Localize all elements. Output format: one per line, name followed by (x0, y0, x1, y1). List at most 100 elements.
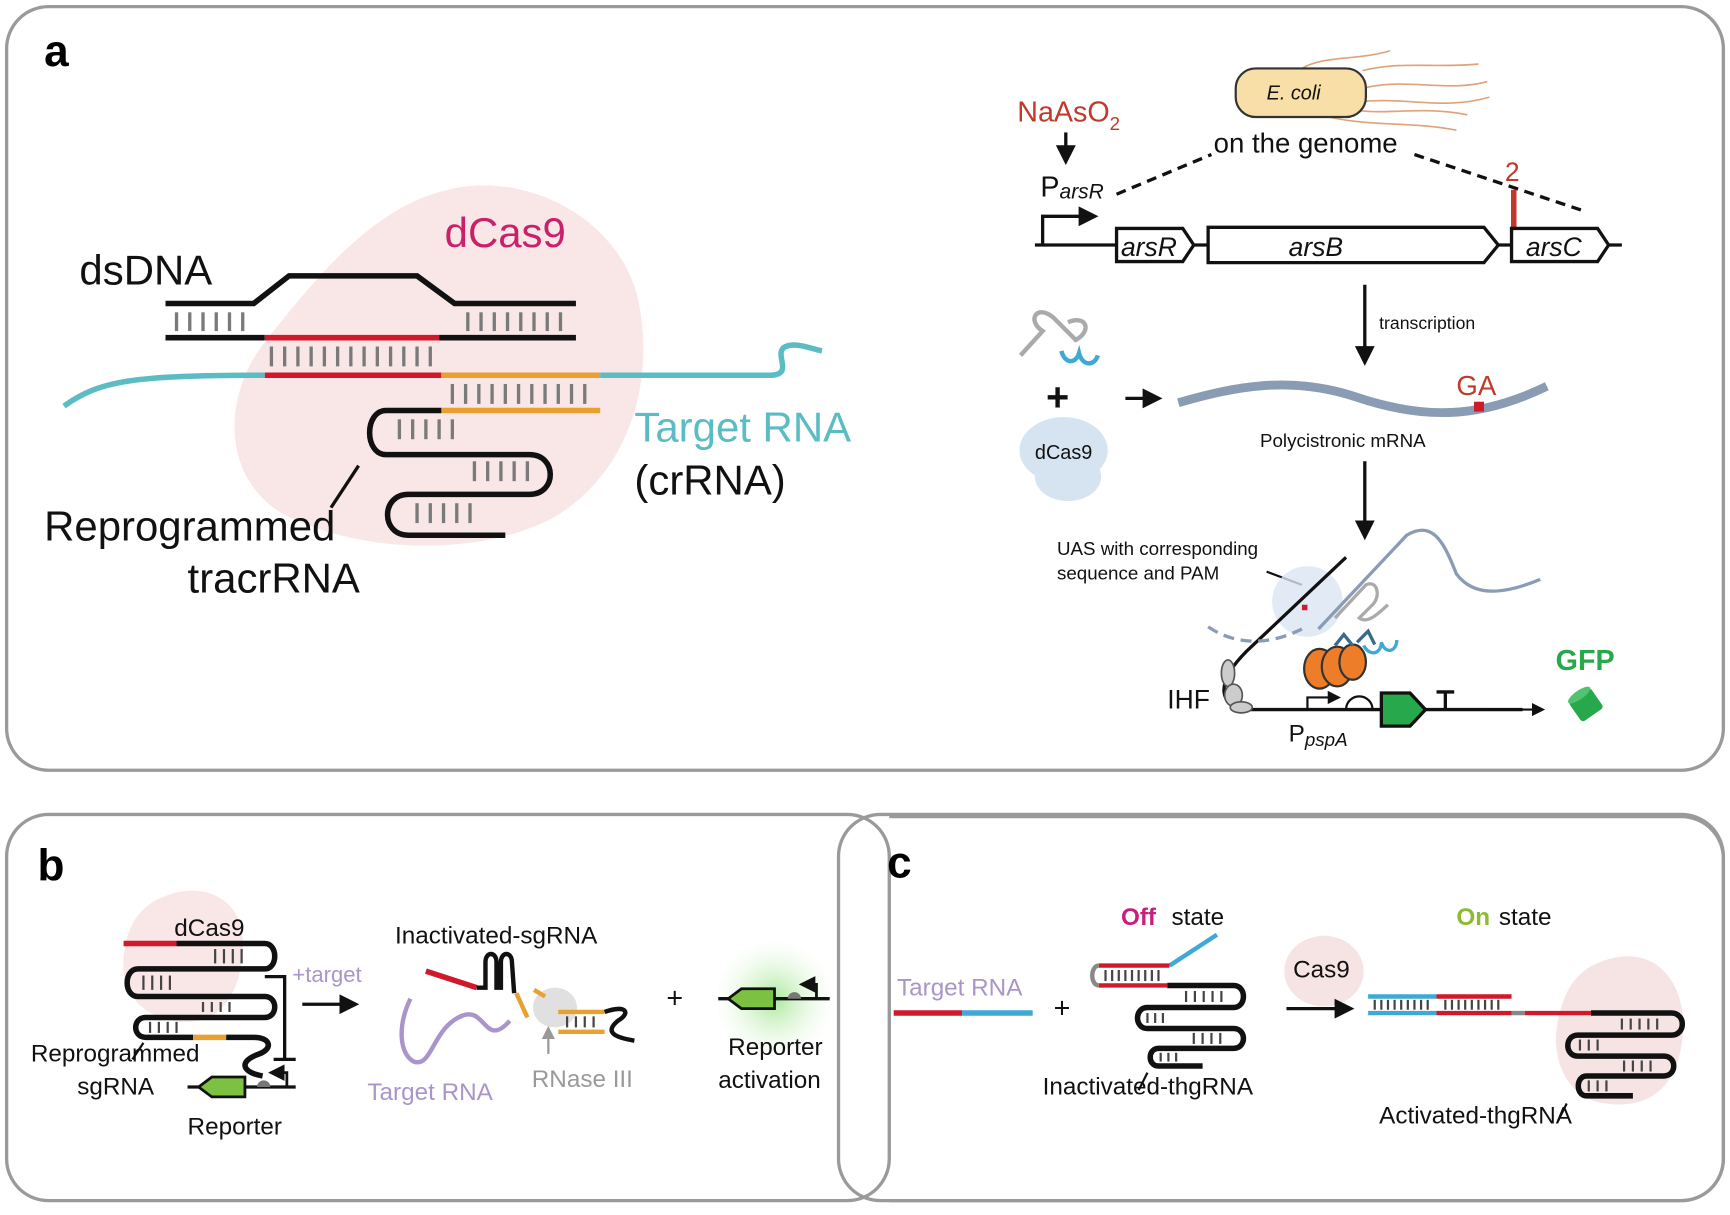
on-state-word: state (1499, 904, 1552, 931)
sgrna-rungs-b (142, 949, 243, 1033)
promoter-arsr-arrow (1040, 206, 1099, 245)
target-rna-label: Target RNA (634, 403, 851, 450)
ga-label: GA (1456, 370, 1496, 401)
ecoli-label: E. coli (1267, 82, 1322, 104)
target-rna-right (600, 342, 823, 378)
reporter-activation-line1: Reporter (728, 1034, 822, 1061)
ihf-label: IHF (1167, 684, 1210, 714)
inactivated-thgrna-label: Inactivated-thgRNA (1043, 1074, 1254, 1101)
tracrrna-label-line2: tracrRNA (188, 555, 360, 602)
mrna-dashed (1207, 625, 1303, 643)
tracr-rungs (397, 419, 530, 524)
genome-note: on the genome (1214, 127, 1398, 158)
activated-thgrna (1368, 994, 1686, 1099)
gene-arsr-label: arsR (1121, 232, 1177, 262)
polycistronic-mrna (1177, 380, 1549, 418)
dcas9-protein-icon: dCas9 (1019, 417, 1108, 502)
panel-c-frame-top (889, 814, 1726, 1203)
cas9-label: Cas9 (1293, 957, 1350, 984)
mrna-label: Polycistronic mRNA (1260, 430, 1426, 451)
dcas9-complex-halo (1272, 566, 1343, 637)
promoter-arsr-sub: arsR (1060, 181, 1104, 204)
pspa-label: PpspA (1289, 721, 1348, 750)
inducer-subscript: 2 (1110, 113, 1120, 134)
panel-b: b dCas9 Reprogrammed sgRNA Reporter +ta (4, 812, 891, 1203)
dcas9-label: dCas9 (445, 209, 566, 256)
gene-arsb (1206, 225, 1501, 265)
cas9-blob (1284, 935, 1364, 1007)
terminator-icon (1436, 690, 1455, 710)
reporter-gene-icon (196, 1075, 247, 1099)
promoter-arsr-label: ParsR (1040, 171, 1103, 203)
sgrna-icon (1018, 310, 1100, 366)
rna-rna-rungs (450, 384, 587, 404)
inactivated-thgrna-pointer (1137, 1072, 1149, 1091)
tracrrna-strand (366, 407, 554, 538)
zoom-dashed-right (1413, 152, 1588, 214)
target-rna-b-label: Target RNA (367, 1079, 493, 1106)
sgrna-label-line1: Reprogrammed (31, 1041, 200, 1068)
dsdna-label: dsDNA (79, 247, 212, 294)
plus-target-label: +target (292, 962, 361, 987)
gene-arsc-label: arsC (1526, 232, 1583, 262)
dsdna-top-strand (165, 273, 576, 307)
reporter-label: Reporter (188, 1113, 282, 1140)
duplex-rungs-b (514, 987, 605, 1035)
uas-red-mark (1301, 604, 1308, 611)
activated-thgrna-pointer (1556, 1103, 1568, 1122)
sgrna-label-line2: sgRNA (77, 1074, 155, 1101)
sgrna-pointer-b (131, 1042, 145, 1061)
reporter-cassette-off (187, 1064, 296, 1099)
reporter-gene-on-icon (725, 987, 776, 1011)
tail-b2 (603, 1006, 635, 1043)
off-state-word: state (1171, 904, 1224, 931)
panel-c-letter: c (887, 838, 912, 887)
gfp-protein-icon (1568, 686, 1603, 722)
site-marker-label: 2 (1505, 157, 1520, 187)
promoter-pspa-arrow (1306, 690, 1341, 710)
rna-polymerase-icon (1303, 628, 1377, 690)
crrna-label: (crRNA) (634, 456, 785, 503)
gene-arsb-label: arsB (1289, 232, 1343, 262)
uas-label-line1: UAS with corresponding (1057, 538, 1258, 559)
activated-thgrna-label: Activated-thgRNA (1379, 1102, 1573, 1129)
zoom-dashed-left (1115, 152, 1213, 196)
gfp-label: GFP (1556, 645, 1615, 677)
rbs-icon (1344, 695, 1374, 710)
spacer-red-b2 (425, 968, 478, 991)
dcas9-protein-label: dCas9 (1035, 442, 1092, 464)
dcas9-b-label: dCas9 (174, 915, 244, 942)
inactivated-sgrna-strand (476, 951, 517, 994)
inducer-label: NaAsO2 (1017, 96, 1120, 134)
inactivated-sgrna-label: Inactivated-sgRNA (395, 923, 598, 950)
mrna-tail (1317, 528, 1541, 631)
panel-b-letter: b (38, 842, 65, 891)
plus-sign: + (1046, 376, 1069, 420)
off-word: Off (1121, 904, 1157, 931)
rnase-label: RNase III (532, 1066, 633, 1093)
sgrna-tail-b (226, 1034, 271, 1079)
ecoli-cell-icon: E. coli (1234, 49, 1490, 132)
panel-c-frame-fill (891, 816, 1664, 1199)
repression-bar (264, 974, 296, 1062)
plus-c: + (1054, 992, 1071, 1024)
sgrna-scaffold (1333, 582, 1399, 655)
gene-arsr (1114, 226, 1196, 264)
gene-arsc (1509, 226, 1611, 264)
tracrrna-label-line1: Reprogrammed (44, 503, 335, 550)
target-rna-b (399, 997, 512, 1065)
target-rna-c-label: Target RNA (897, 974, 1023, 1001)
panel-a: a dCas9 dsDNA (4, 4, 1726, 772)
tracr-pointer (329, 464, 360, 509)
on-word: On (1456, 904, 1490, 931)
transcription-label: transcription (1379, 313, 1475, 333)
ga-mutation-mark (1474, 401, 1484, 412)
dsdna-left-rungs (174, 312, 245, 332)
panel-a-letter: a (44, 27, 69, 76)
crispr-complex-schematic: dCas9 dsDNA (44, 185, 851, 602)
plus-b: + (666, 983, 683, 1015)
target-rna-left (62, 372, 265, 409)
